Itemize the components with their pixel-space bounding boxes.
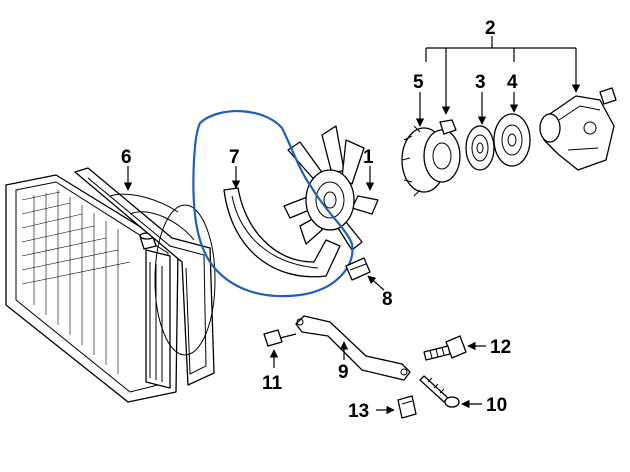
callout-4: 4 <box>507 72 518 93</box>
water-pump <box>539 87 617 171</box>
callout-5: 5 <box>413 72 424 93</box>
fan-shroud-guard <box>223 187 341 278</box>
callout-10: 10 <box>486 395 507 416</box>
callout-3: 3 <box>475 72 486 93</box>
retainer-nut <box>397 395 417 419</box>
long-bolt <box>419 375 460 408</box>
sensor <box>423 335 467 361</box>
bolt <box>263 329 297 347</box>
cooling-fan <box>283 125 379 251</box>
radiator <box>5 174 179 403</box>
callout-13: 13 <box>348 401 369 422</box>
callout-11: 11 <box>262 373 283 394</box>
fan-clutch <box>401 125 461 197</box>
callout-6: 6 <box>121 147 132 168</box>
leader-lines <box>123 36 581 415</box>
highlight-outline <box>192 110 354 298</box>
callout-7: 7 <box>229 147 240 168</box>
callout-2: 2 <box>485 18 496 39</box>
clip <box>345 257 371 281</box>
bracket <box>295 315 411 381</box>
nut <box>439 119 457 135</box>
callout-8: 8 <box>382 289 393 310</box>
fan-shroud <box>74 167 216 386</box>
callout-12: 12 <box>490 337 511 358</box>
callout-9: 9 <box>338 362 349 383</box>
callout-1: 1 <box>363 147 374 168</box>
pulley-hub <box>493 113 531 167</box>
pulley <box>465 125 495 171</box>
